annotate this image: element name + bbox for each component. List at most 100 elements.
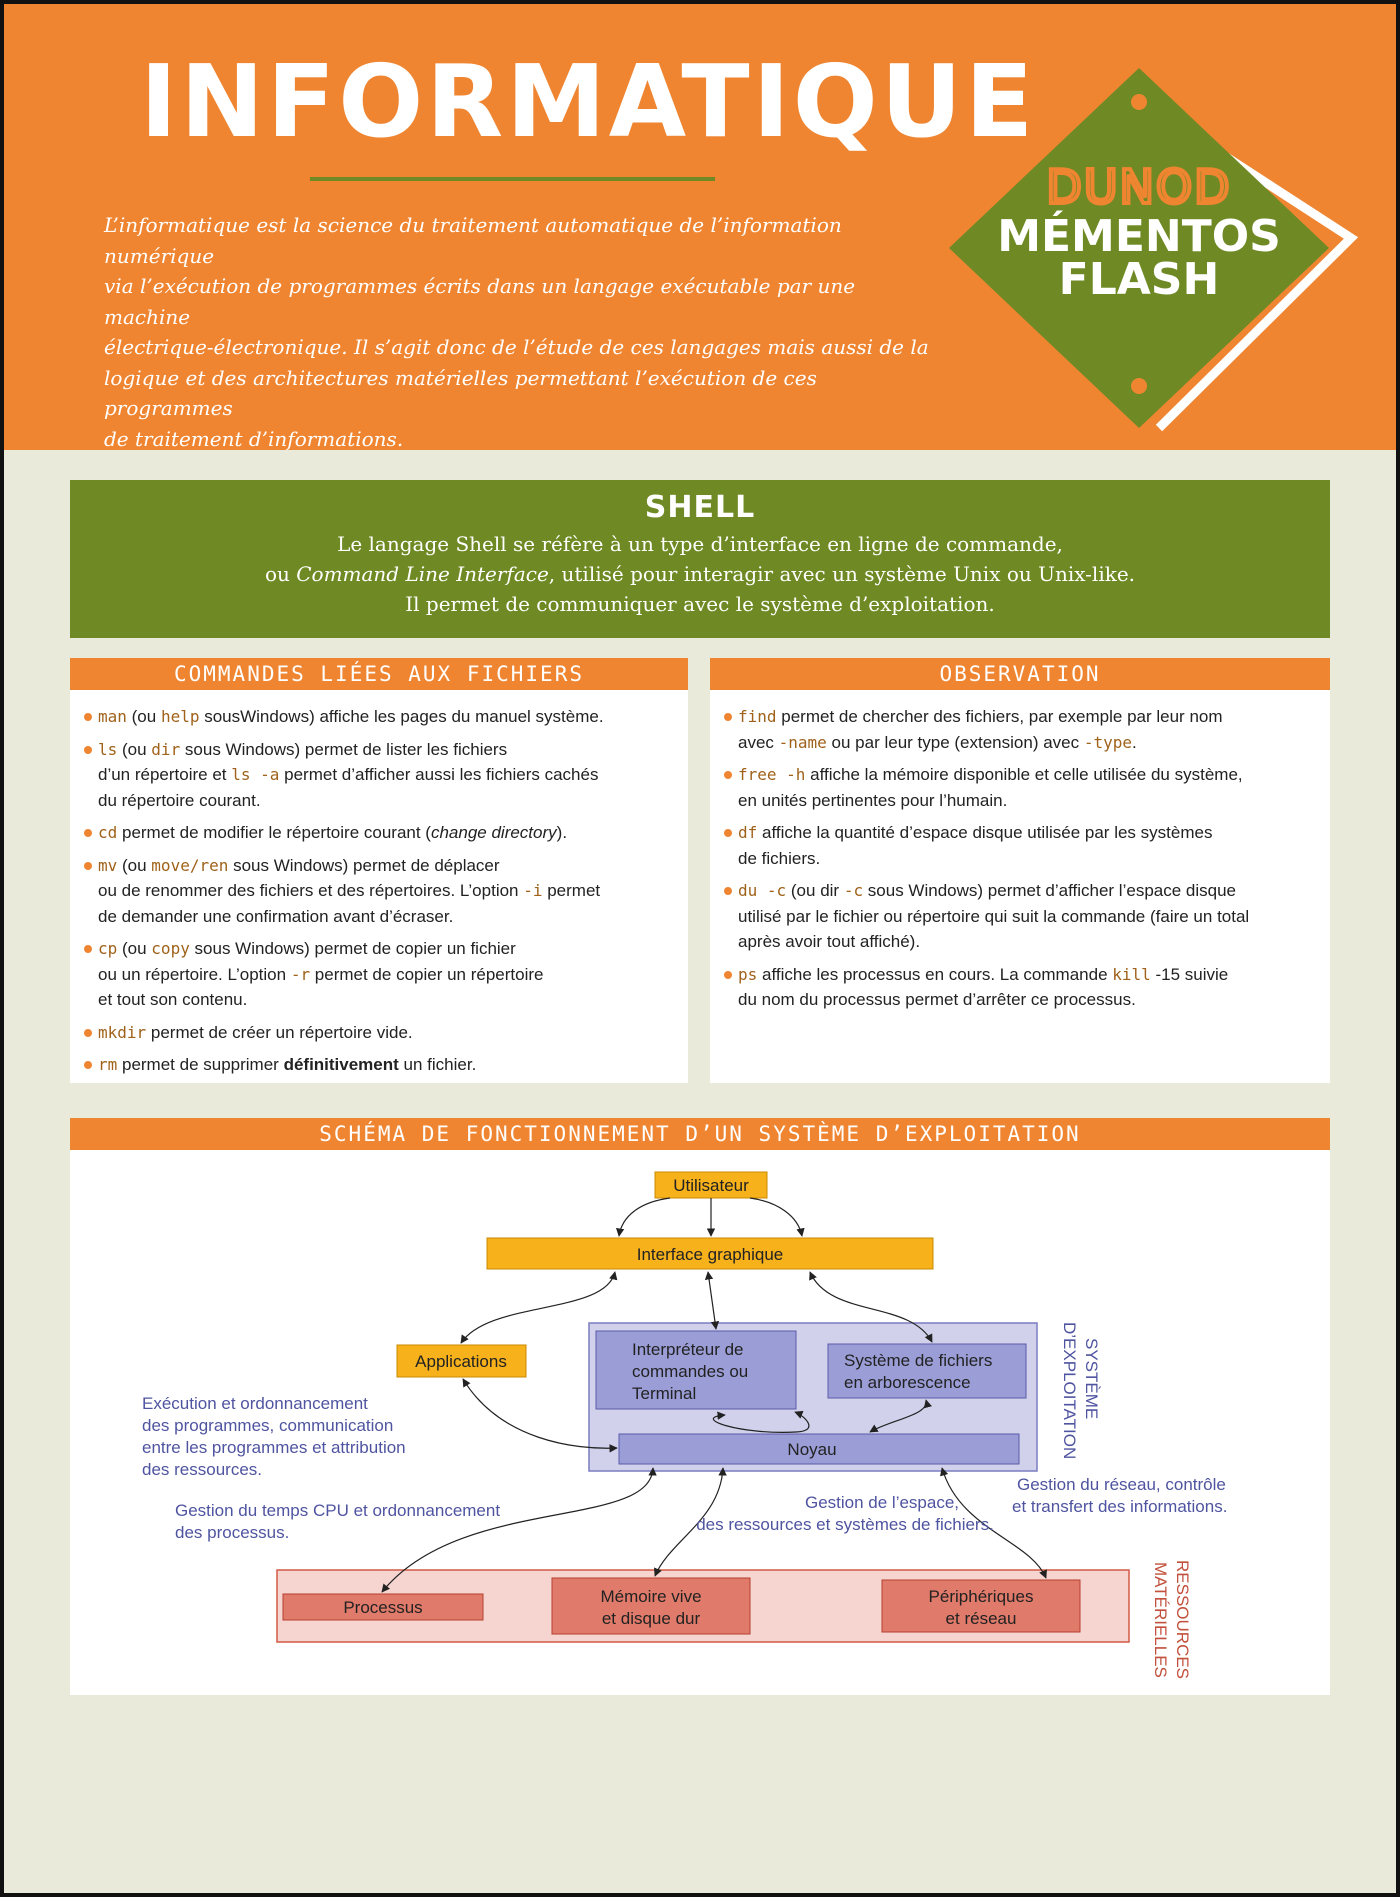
process-box <box>282 1593 484 1621</box>
interpreter-box <box>595 1330 797 1410</box>
command-code: find <box>738 707 777 726</box>
command-code: rm <box>98 1055 118 1074</box>
command-code: move/ren <box>151 855 229 875</box>
command-item: rm permet de supprimer définitivement un… <box>84 1052 672 1078</box>
command-code: -i <box>523 881 543 900</box>
command-text: permet de créer un répertoire vide. <box>146 1022 413 1042</box>
logo-line1: MÉMENTOS <box>997 209 1281 262</box>
exec-note-line: des programmes, communication <box>142 1416 393 1435</box>
command-code: -r <box>290 964 311 984</box>
file-commands-panel: COMMANDES LIÉES AUX FICHIERS man (ou hel… <box>70 658 688 1083</box>
command-code: mv <box>98 855 118 875</box>
command-text: sous Windows) permet de copier un fichie… <box>189 939 516 958</box>
arrow-interpreter-kernel <box>712 1410 810 1433</box>
network-note-line: Gestion du réseau, contrôle <box>1017 1475 1226 1494</box>
user-label: Utilisateur <box>673 1176 749 1195</box>
arrow-gui-applications <box>460 1271 618 1344</box>
page-title: INFORMATIQUE <box>140 43 1037 160</box>
file-commands-heading: COMMANDES LIÉES AUX FICHIERS <box>70 658 688 690</box>
command-item: ps affiche les processus en cours. La co… <box>724 962 1314 1013</box>
command-code: ls <box>98 739 118 759</box>
exec-note-line: Exécution et ordonnancement <box>142 1394 368 1413</box>
command-text: (ou <box>126 707 161 726</box>
command-code: du -c <box>738 881 787 900</box>
command-code: kill <box>1112 964 1151 984</box>
os-diagram-panel: SCHÉMA DE FONCTIONNEMENT D’UN SYSTÈME D’… <box>70 1118 1330 1695</box>
arrow-kernel-memory <box>654 1467 727 1577</box>
command-code: -name <box>778 732 827 752</box>
arrow-applications-kernel <box>462 1378 618 1453</box>
command-code: cd <box>98 823 118 842</box>
exec-note-line: entre les programmes et attribution <box>142 1438 406 1457</box>
resources-label-line: RESSOURCES <box>1173 1560 1192 1679</box>
arrow-gui-filesystem <box>809 1271 933 1343</box>
observation-list: find permet de chercher des fichiers, pa… <box>710 690 1330 1013</box>
command-text: en unités pertinentes pour l’humain. <box>738 790 1008 810</box>
command-text: . <box>1132 732 1137 752</box>
logo-dot-bottom <box>1131 378 1147 394</box>
command-text: (ou dir <box>786 881 844 900</box>
command-text: ou un répertoire. L’option <box>98 964 291 984</box>
arrow-kernel-process <box>381 1467 657 1593</box>
kernel-label: Noyau <box>787 1440 836 1459</box>
shell-description: Le langage Shell se réfère à un type d’i… <box>70 529 1330 619</box>
command-code: df <box>738 823 758 842</box>
interpreter-line: Interpréteur de <box>632 1340 744 1359</box>
memory-line: et disque dur <box>602 1609 701 1628</box>
command-text: ou de renommer des fichiers et des réper… <box>98 881 524 900</box>
os-label-line: SYSTÈME <box>1082 1338 1101 1419</box>
command-text: affiche la quantité d’espace disque util… <box>757 823 1213 842</box>
header: INFORMATIQUE L’informatique est la scien… <box>0 0 1400 451</box>
space-note-line: Gestion de l’espace, <box>805 1493 959 1512</box>
exec-note-line: des ressources. <box>142 1460 262 1479</box>
shell-title: SHELL <box>644 490 756 525</box>
filesystem-box <box>827 1343 1027 1399</box>
command-code: mkdir <box>98 1022 147 1042</box>
command-code: -type <box>1083 732 1133 752</box>
command-text: (ou <box>117 939 152 958</box>
gui-label: Interface graphique <box>637 1245 784 1264</box>
command-item: cp (ou copy sous Windows) permet de copi… <box>84 936 672 1013</box>
shell-line2-em: Command Line Interface <box>296 562 549 586</box>
logo-diamond <box>949 68 1329 428</box>
applications-label: Applications <box>415 1352 507 1371</box>
command-item: mkdir permet de créer un répertoire vide… <box>84 1020 672 1046</box>
file-commands-list: man (ou help sousWindows) affiche les pa… <box>70 690 688 1078</box>
command-text: permet de modifier le répertoire courant… <box>117 823 431 842</box>
network-note-line: et transfert des informations. <box>1012 1497 1227 1516</box>
arrow-gui-interpreter <box>704 1271 720 1330</box>
command-text: de fichiers. <box>738 848 821 868</box>
command-code: cp <box>98 939 118 958</box>
command-text: permet de supprimer <box>117 1055 284 1074</box>
command-text: sousWindows) affiche les pages du manuel… <box>199 707 604 726</box>
command-text: permet de copier un répertoire <box>310 964 544 984</box>
command-item: find permet de chercher des fichiers, pa… <box>724 704 1314 755</box>
shell-line3: Il permet de communiquer avec le système… <box>405 592 995 616</box>
command-code: man <box>98 707 127 726</box>
command-text: ou par leur type (extension) avec <box>826 732 1084 752</box>
command-item: df affiche la quantité d’espace disque u… <box>724 820 1314 871</box>
intro-line: L’informatique est la science du traitem… <box>104 213 842 268</box>
peripherals-line: et réseau <box>946 1609 1017 1628</box>
os-diagram-heading: SCHÉMA DE FONCTIONNEMENT D’UN SYSTÈME D’… <box>70 1118 1330 1150</box>
command-text: (ou <box>117 855 152 875</box>
applications-box <box>396 1344 527 1378</box>
command-text: du nom du processus permet d’arrêter ce … <box>738 990 1136 1009</box>
command-text: sous Windows) permet de lister les fichi… <box>180 739 508 759</box>
shell-line2-pre: ou <box>264 562 297 586</box>
arrow-user-gui-left <box>615 1197 671 1237</box>
interpreter-line: commandes ou <box>632 1362 748 1381</box>
shell-banner: SHELL Le langage Shell se réfère à un ty… <box>70 480 1330 638</box>
resources-label-line: MATÉRIELLES <box>1151 1562 1170 1678</box>
intro-text: L’informatique est la science du traitem… <box>104 210 944 454</box>
command-item: man (ou help sousWindows) affiche les pa… <box>84 704 672 730</box>
cpu-note-line: Gestion du temps CPU et ordonnancement <box>175 1501 500 1520</box>
cpu-note-line: des processus. <box>175 1523 289 1542</box>
command-code: dir <box>151 739 181 759</box>
command-text: du répertoire courant. <box>98 790 261 810</box>
command-code: ls -a <box>231 765 280 784</box>
command-text: d’un répertoire et <box>98 765 232 784</box>
logo-line2: FLASH <box>1059 254 1220 305</box>
space-note-line: des ressources et systèmes de fichiers. <box>696 1515 994 1534</box>
command-item: du -c (ou dir -c sous Windows) permet d’… <box>724 878 1314 955</box>
